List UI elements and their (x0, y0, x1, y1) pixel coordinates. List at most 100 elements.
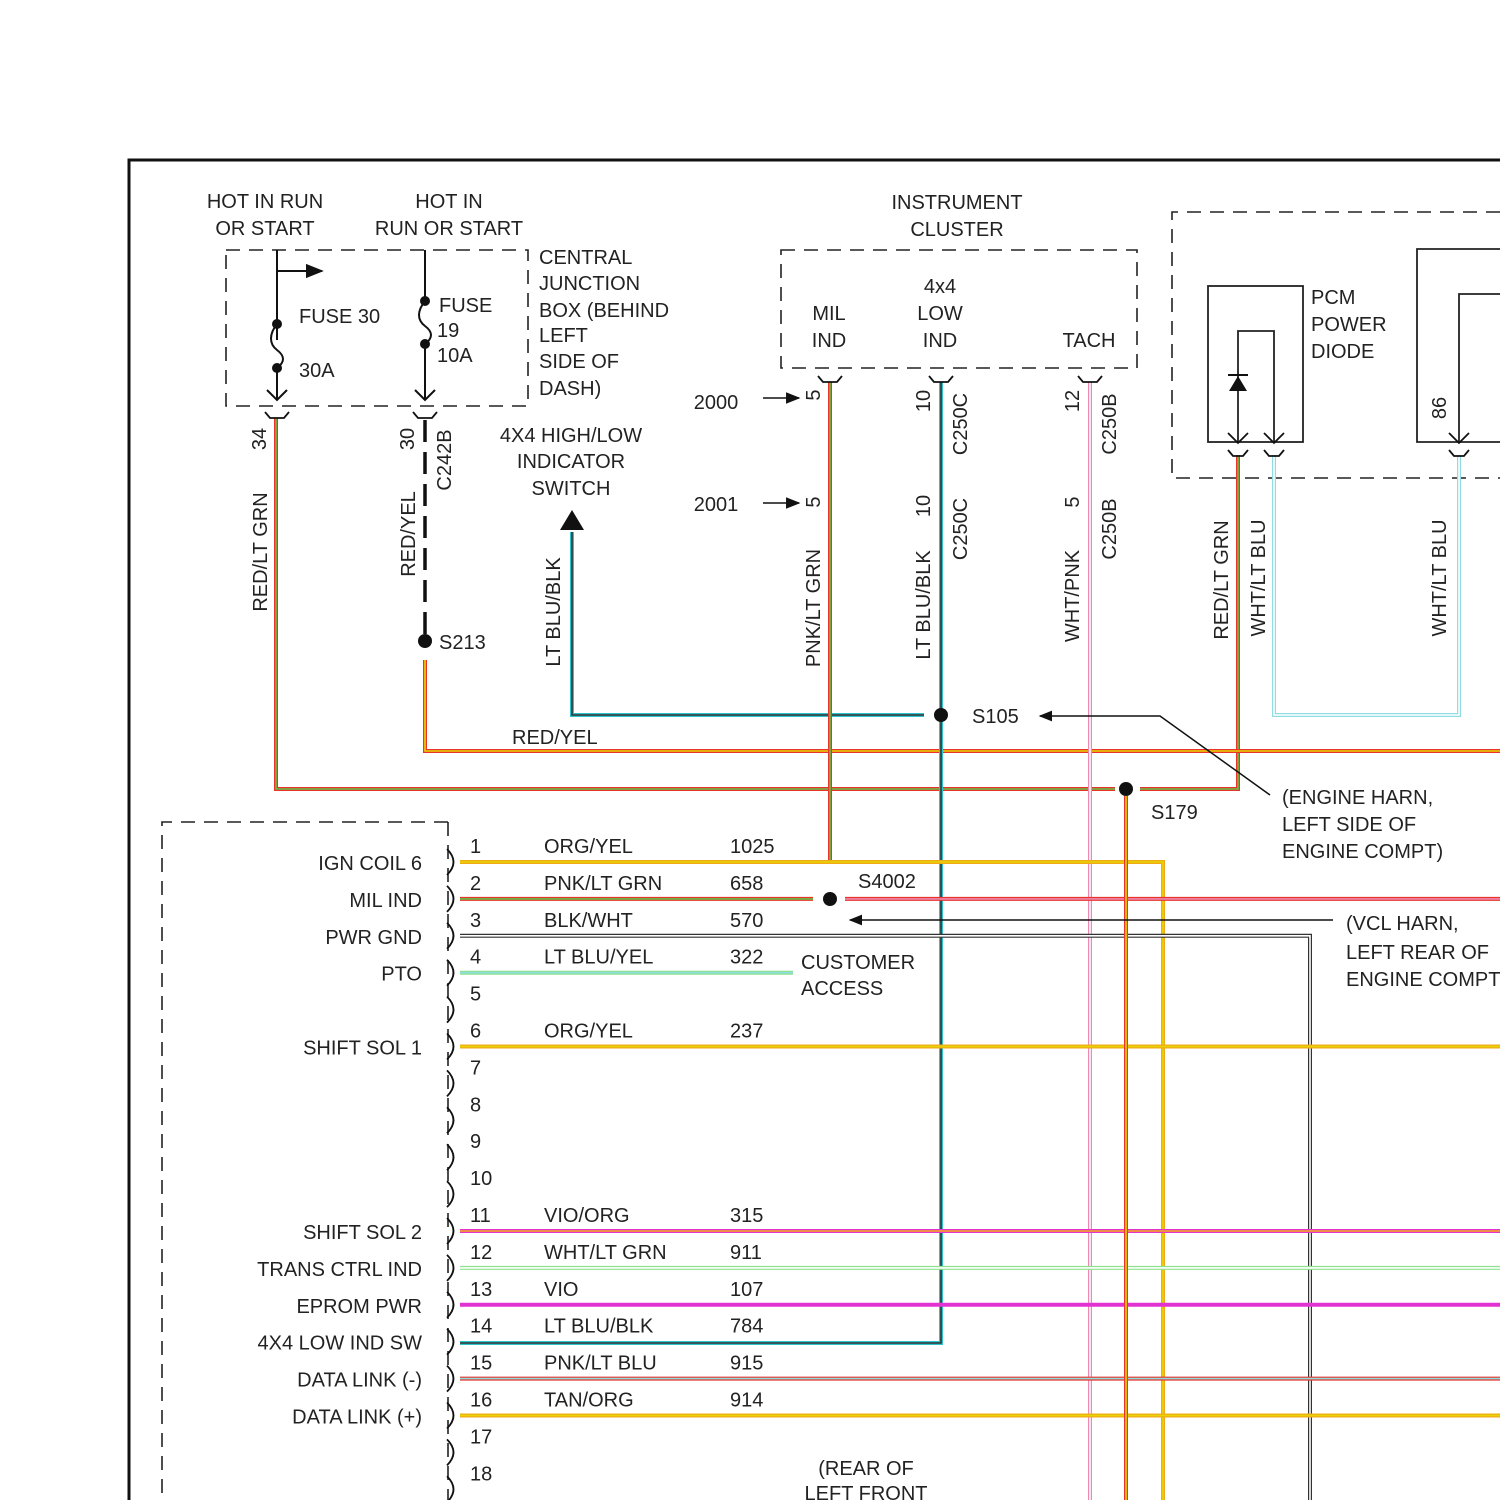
pcm-diode-label-2: POWER (1311, 314, 1387, 336)
splice-s213-label: S213 (439, 632, 486, 654)
tach-label: TACH (1063, 330, 1116, 352)
wire-label-red-yel-horizontal: RED/YEL (512, 727, 598, 749)
c250c-label-2000: C250C (950, 393, 972, 455)
pcm-pin-wire-color: ORG/YEL (544, 836, 633, 858)
splice-s179 (1119, 782, 1133, 796)
pcm-diode-label-3: DIODE (1311, 341, 1374, 363)
relay-pin86-label: 86 (1429, 397, 1451, 419)
wires (276, 382, 1500, 1500)
cluster-pin5-2001: 5 (803, 496, 825, 507)
low-ind-label-2: LOW (917, 303, 963, 325)
cluster-pin10-chevron (929, 376, 953, 382)
wire-label-pnk-ltgrn: PNK/LT GRN (803, 549, 825, 667)
wire-label-red-yel-vertical: RED/YEL (398, 491, 420, 577)
indicator-switch-symbol (560, 510, 584, 530)
pcm-pin-function: PWR GND (325, 927, 422, 949)
pcm-power-diode-box (1208, 286, 1303, 442)
fuse19-number: 19 (437, 320, 459, 342)
pcm-pin-wire-color: PNK/LT BLU (544, 1353, 657, 1375)
pcm-pin-wire-color: LT BLU/BLK (544, 1316, 654, 1338)
pcm-pin-circuit: 315 (730, 1205, 763, 1227)
cluster-pin12-chevron (1078, 376, 1102, 382)
engine-harn-label-3: ENGINE COMPT) (1282, 841, 1443, 863)
central-junction-box (226, 250, 528, 406)
wire-label-wht-ltblu-1: WHT/LT BLU (1248, 519, 1270, 636)
engine-harn-leader (1040, 716, 1270, 795)
pcm-pin-function: EPROM PWR (296, 1296, 422, 1318)
cluster-pin5-chevron (818, 376, 842, 382)
wire-red-ltgrn-fuse30-stripe (276, 418, 1115, 789)
splice-s105 (934, 708, 948, 722)
pcm-pin-circuit: 784 (730, 1316, 763, 1338)
pcm-pin-number: 9 (470, 1131, 481, 1153)
relay-coil-line (1459, 294, 1500, 442)
mil-label-2: IND (812, 330, 846, 352)
cluster-pin10-2000: 10 (913, 390, 935, 412)
splice-s4002 (823, 892, 837, 906)
pcm-pin-wire-color: LT BLU/YEL (544, 947, 653, 969)
cluster-pin5-2000: 5 (803, 389, 825, 400)
pcm-pin-number: 14 (470, 1316, 492, 1338)
pcm-pin-function: SHIFT SOL 2 (303, 1222, 422, 1244)
pcm-pin-circuit: 911 (730, 1242, 762, 1264)
customer-access-label-2: ACCESS (801, 978, 883, 1000)
pcm-pin-function: SHIFT SOL 1 (303, 1038, 422, 1060)
fuse19-amp-label: 10A (437, 345, 473, 367)
pcm-pin-number: 13 (470, 1279, 492, 1301)
pcm-pin-number: 15 (470, 1353, 492, 1375)
pcm-pin-function: TRANS CTRL IND (257, 1259, 422, 1281)
splice-s213 (418, 634, 432, 648)
hot-in-label-2: RUN OR START (375, 218, 523, 240)
diode-symbol (1229, 376, 1247, 391)
pcm-pin-number: 8 (470, 1094, 481, 1116)
low-ind-label-1: 4x4 (924, 276, 956, 298)
mil-label-1: MIL (812, 303, 845, 325)
wire-label-red-ltgrn-right: RED/LT GRN (1211, 520, 1233, 639)
c250c-label-2001: C250C (950, 498, 972, 560)
vcl-harn-label-3: ENGINE COMPT (1346, 969, 1500, 991)
pcm-pin-number: 11 (470, 1205, 491, 1227)
cluster-label-1: INSTRUMENT (891, 192, 1022, 214)
hot-in-run-or-start-label: HOT IN RUN (207, 191, 323, 213)
pcm-pin-number: 18 (470, 1463, 492, 1485)
pcm-pin-wire-color: PNK/LT GRN (544, 873, 662, 895)
splice-s179-label: S179 (1151, 802, 1198, 824)
sw-label-3: SWITCH (532, 478, 611, 500)
cluster-pin5-tach-2001: 5 (1062, 496, 1084, 507)
pcm-module-box (162, 822, 448, 1500)
pcm-pin-number: 16 (470, 1390, 492, 1412)
cluster-label-2: CLUSTER (910, 219, 1003, 241)
c242b-pin30-chevron (413, 412, 437, 418)
cluster-pin10-2001: 10 (913, 495, 935, 517)
fuse19-label: FUSE (439, 295, 492, 317)
sw-label-1: 4X4 HIGH/LOW (500, 425, 642, 447)
pcm-pin-circuit: 914 (730, 1390, 763, 1412)
low-ind-label-3: IND (923, 330, 957, 352)
pcm-pin-wire-color: TAN/ORG (544, 1390, 634, 1412)
fuse30-label: FUSE 30 (299, 306, 380, 328)
year-2000-label: 2000 (694, 392, 739, 414)
pcm-pin-number: 12 (470, 1242, 492, 1264)
engine-harn-label-1: (ENGINE HARN, (1282, 787, 1433, 809)
vcl-harn-label-2: LEFT REAR OF (1346, 942, 1489, 964)
customer-access-label-1: CUSTOMER (801, 952, 915, 974)
c250b-label-2001: C250B (1099, 498, 1121, 559)
cjb-label-5: SIDE OF (539, 351, 619, 373)
wire-label-ltblu-blk: LT BLU/BLK (913, 550, 935, 660)
pcm-pin-function: IGN COIL 6 (318, 853, 422, 875)
fuse30-amp-label: 30A (299, 360, 335, 382)
cjb-label-6: DASH) (539, 378, 601, 400)
vcl-harn-label-1: (VCL HARN, (1346, 913, 1459, 935)
cjb-label-1: CENTRAL (539, 247, 632, 269)
hot-in-label: HOT IN (415, 191, 482, 213)
wire-red-ltgrn-fuse30 (276, 418, 1115, 789)
splice-s4002-label: S4002 (858, 871, 916, 893)
pcm-pin-function: DATA LINK (-) (297, 1370, 422, 1392)
pcm-pin-circuit: 915 (730, 1353, 763, 1375)
pcm-pin-wire-color: VIO/ORG (544, 1205, 630, 1227)
pcm-pin-wire-color: VIO (544, 1279, 578, 1301)
c250b-label-2000: C250B (1099, 393, 1121, 454)
pcm-pin-function: MIL IND (349, 890, 422, 912)
pcm-pin-number: 7 (470, 1057, 481, 1079)
